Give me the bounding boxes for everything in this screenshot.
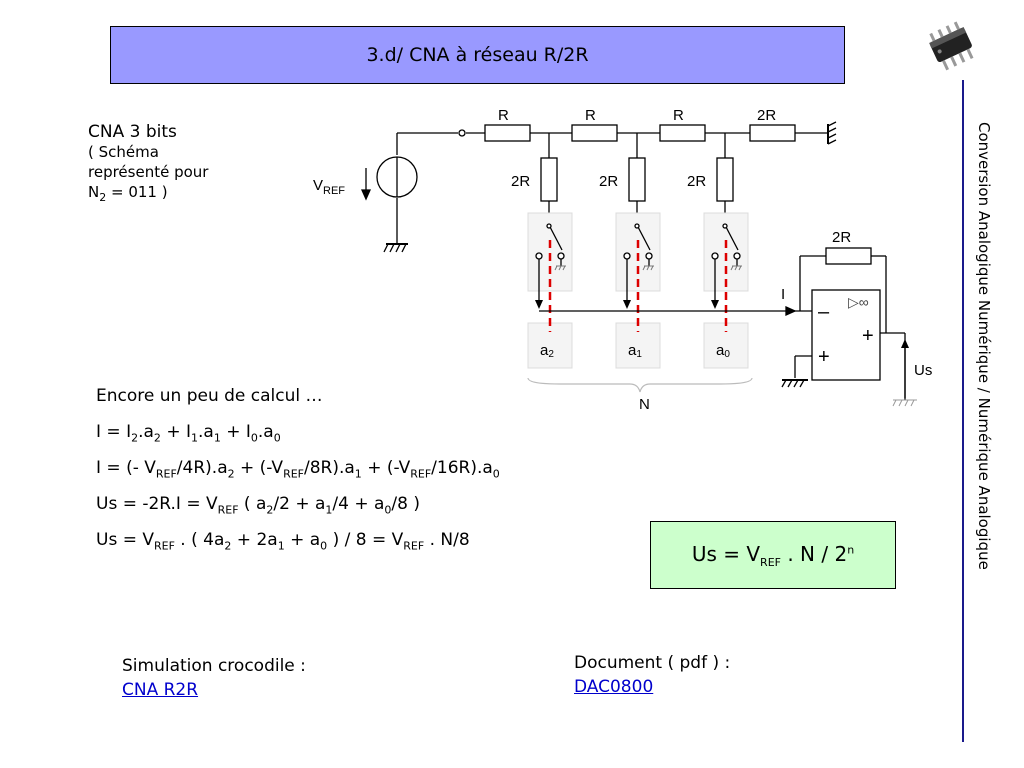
output-label: Us: [914, 362, 932, 379]
opamp-symbol: ▷∞: [848, 294, 869, 310]
series-resistor-label: R: [585, 107, 596, 124]
document-label: Document ( pdf ) :: [574, 653, 731, 673]
intro-line-4: N2 = 011 ): [88, 183, 168, 204]
opamp-plus-input: +: [818, 346, 830, 368]
current-label: I: [781, 286, 785, 303]
ground-icon: [827, 121, 837, 145]
opamp-icon: [811, 289, 881, 381]
intro-block: CNA 3 bits ( Schéma représenté pour N2 =…: [88, 122, 258, 208]
resistor-icon: [659, 124, 706, 142]
feedback-resistor-label: 2R: [832, 229, 851, 246]
intro-line-2: ( Schéma: [88, 143, 159, 161]
formula-eq3: Us = -2R.I = VREF ( a2/2 + a1/4 + a0/8 ): [96, 494, 421, 517]
bit-label-a0: a0: [716, 342, 730, 360]
ic-chip-icon: [929, 21, 974, 71]
intro-heading: CNA 3 bits: [88, 122, 177, 142]
result-formula-box: Us = VREF . N / 2n: [650, 521, 896, 589]
opamp-plus-output: +: [862, 325, 874, 347]
intro-line-3: représenté pour: [88, 163, 209, 181]
slide-title: 3.d/ CNA à réseau R/2R: [110, 26, 845, 84]
slide-title-text: 3.d/ CNA à réseau R/2R: [366, 44, 589, 66]
resistor-icon: [484, 124, 531, 142]
bus-label: N: [639, 396, 650, 413]
resistor-icon: [628, 157, 646, 202]
series-resistor-label: 2R: [757, 107, 776, 124]
simulation-block: Simulation crocodile : CNA R2R: [122, 654, 306, 702]
series-resistor-label: R: [673, 107, 684, 124]
vref-label: VREF: [313, 177, 345, 197]
ground-icon: [383, 243, 408, 253]
sidebar-caption: Conversion Analogique Numérique / Numéri…: [975, 122, 993, 570]
result-formula: Us = VREF . N / 2n: [691, 541, 855, 569]
switch-icon: [535, 223, 741, 303]
bit-label-a2: a2: [540, 342, 554, 360]
formula-block: Encore un peu de calcul … I = I2.a2 + I1…: [96, 378, 500, 558]
resistor-icon: [571, 124, 618, 142]
formula-header: Encore un peu de calcul …: [96, 386, 323, 406]
shunt-resistor-label: 2R: [599, 173, 618, 190]
resistor-icon: [716, 157, 734, 202]
formula-eq4: Us = VREF . ( 4a2 + 2a1 + a0 ) / 8 = VRE…: [96, 530, 470, 553]
sidebar-divider: [962, 80, 964, 742]
series-resistor-label: R: [498, 107, 509, 124]
document-block: Document ( pdf ) : DAC0800: [574, 651, 730, 699]
resistor-icon: [540, 157, 558, 202]
shunt-resistor-label: 2R: [687, 173, 706, 190]
formula-eq1: I = I2.a2 + I1.a1 + I0.a0: [96, 422, 281, 445]
opamp-minus: –: [818, 301, 830, 323]
resistor-icon: [749, 124, 796, 142]
simulation-label: Simulation crocodile :: [122, 656, 306, 676]
bit-label-a1: a1: [628, 342, 642, 360]
simulation-link[interactable]: CNA R2R: [122, 680, 199, 700]
formula-eq2: I = (- VREF/4R).a2 + (-VREF/8R).a1 + (-V…: [96, 458, 500, 481]
document-link[interactable]: DAC0800: [574, 677, 654, 697]
shunt-resistor-label: 2R: [511, 173, 530, 190]
resistor-icon: [825, 247, 872, 265]
